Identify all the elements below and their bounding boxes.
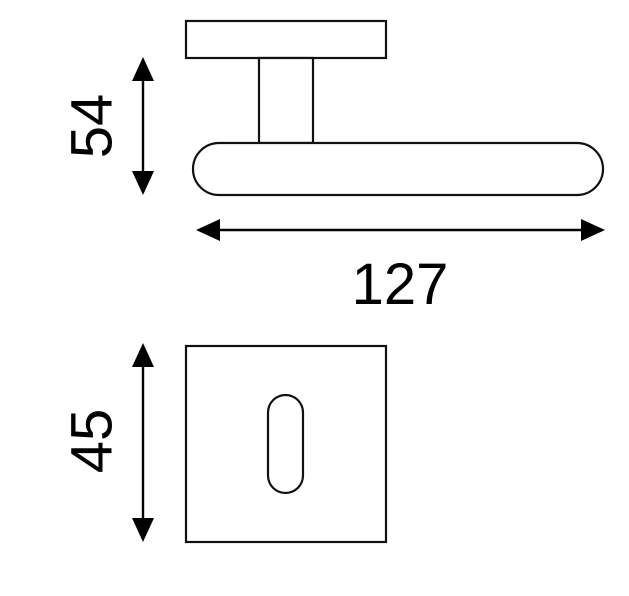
arrow-right-icon <box>581 219 605 241</box>
arrow-up-icon <box>132 343 154 367</box>
handle-neck <box>257 56 315 145</box>
dimension-label-45: 45 <box>60 409 125 474</box>
length-dimension-127: 127 <box>196 219 605 317</box>
escutcheon-drawing <box>184 344 388 544</box>
arrow-up-icon <box>132 57 154 81</box>
arrow-down-icon <box>132 518 154 542</box>
keyhole-slot <box>266 393 305 495</box>
height-dimension-54: 54 <box>60 57 154 195</box>
arrow-down-icon <box>132 171 154 195</box>
lever-handle-drawing <box>184 19 605 197</box>
rosette-plate <box>184 19 388 60</box>
height-dimension-45: 45 <box>60 343 154 542</box>
arrow-left-icon <box>196 219 220 241</box>
dimension-label-54: 54 <box>60 94 125 159</box>
lever-grip <box>191 141 605 197</box>
dimension-label-127: 127 <box>352 252 449 317</box>
